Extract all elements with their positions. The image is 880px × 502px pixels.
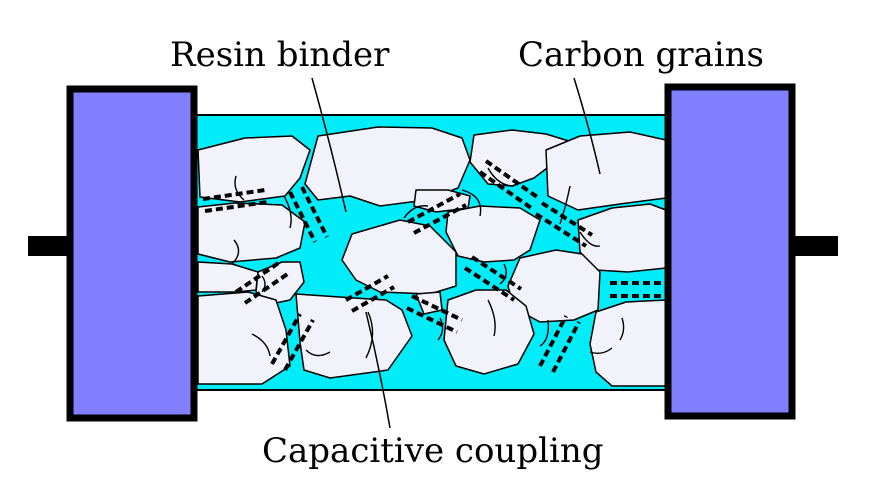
carbon-grains-leader <box>573 77 601 175</box>
carbon-grain <box>589 299 667 387</box>
resin-binder-leader <box>311 77 347 213</box>
carbon-grains <box>197 126 667 387</box>
carbon-grain <box>469 129 573 187</box>
carbon-grain <box>443 289 535 375</box>
resin-binder-label: Resin binder <box>170 35 390 75</box>
carbon-grain <box>197 202 306 263</box>
carbon-grain <box>295 293 413 379</box>
right-lead <box>792 236 838 256</box>
capacitive-coupling-leader <box>365 311 391 429</box>
left-terminal <box>66 85 198 422</box>
grain-contact-lines <box>231 167 625 359</box>
leader-lines <box>311 77 601 429</box>
capacitive-coupling-label: Capacitive coupling <box>262 431 604 471</box>
right-terminal <box>664 83 796 420</box>
carbon-grain <box>445 205 541 263</box>
left-lead <box>28 236 74 256</box>
carbon-grain <box>197 135 311 203</box>
carbon-grains-label: Carbon grains <box>518 35 764 75</box>
capacitive-coupling-marks <box>202 159 666 373</box>
carbon-grain <box>197 291 291 385</box>
carbon-grain <box>545 131 667 211</box>
carbon-grain <box>341 219 457 295</box>
